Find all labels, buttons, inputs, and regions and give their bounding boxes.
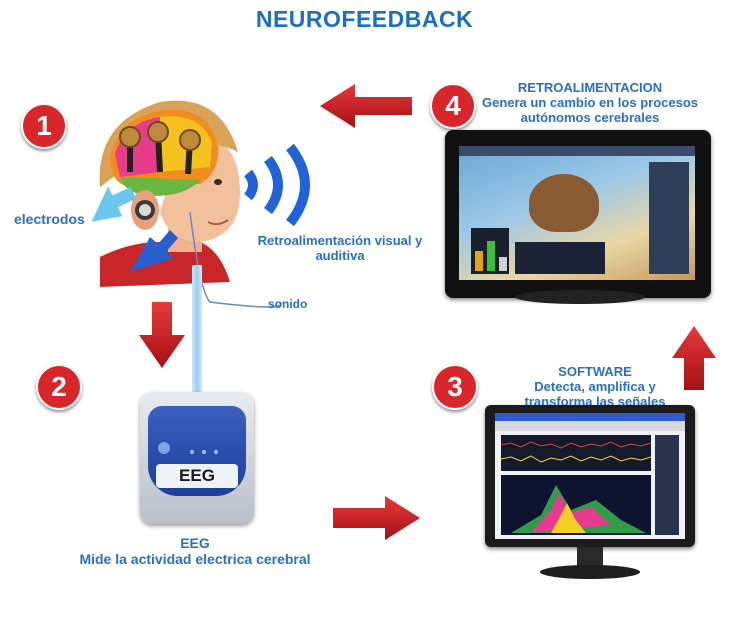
step-2-badge: 2 (36, 364, 82, 410)
led-icon (202, 450, 206, 454)
spectrum-panel (515, 242, 605, 274)
arrow-left (320, 84, 412, 128)
tv-stand (515, 290, 645, 304)
tv-screen (459, 146, 695, 280)
monitor-stand (540, 565, 640, 579)
side-meters (649, 162, 689, 274)
arrow-right (333, 496, 420, 540)
bar-meter (471, 228, 509, 274)
eeg-device-label: EEG (156, 464, 238, 488)
sound-waves-icon (243, 143, 310, 227)
eeg-device: EEG (140, 392, 254, 524)
signal-trace-panel (500, 435, 652, 471)
electrodes-label: electrodos (14, 211, 85, 227)
feedback-label: Retroalimentación visual y auditiva (257, 233, 423, 263)
diagram-title: NEUROFEEDBACK (255, 6, 474, 32)
mammoth-icon (529, 174, 599, 232)
sound-label: sonido (268, 297, 308, 311)
arrow-up (672, 326, 716, 390)
step-3-badge: 3 (432, 364, 478, 410)
head-illustration (91, 100, 282, 308)
led-icon (214, 450, 218, 454)
step-2-text: Mide la actividad electrica cerebral (79, 551, 311, 567)
step-1-badge: 1 (21, 103, 67, 149)
step-4-badge: 4 (430, 83, 476, 129)
led-icon (190, 450, 194, 454)
spectrogram-3d-panel (501, 475, 651, 535)
eeg-device-panel: EEG (148, 406, 246, 496)
step-4-text: Genera un cambio en los procesos autónom… (481, 95, 698, 125)
step-2-title: EEG (180, 535, 210, 551)
eeg-cable (192, 265, 202, 393)
step-4-title: RETROALIMENTACION (517, 80, 663, 95)
monitor-screen (495, 413, 685, 539)
step-3-title: SOFTWARE (558, 364, 632, 379)
power-icon (158, 442, 170, 454)
computer-monitor (485, 405, 695, 583)
side-panel (655, 435, 679, 535)
tv-monitor (445, 130, 715, 310)
arrow-down (139, 302, 185, 368)
